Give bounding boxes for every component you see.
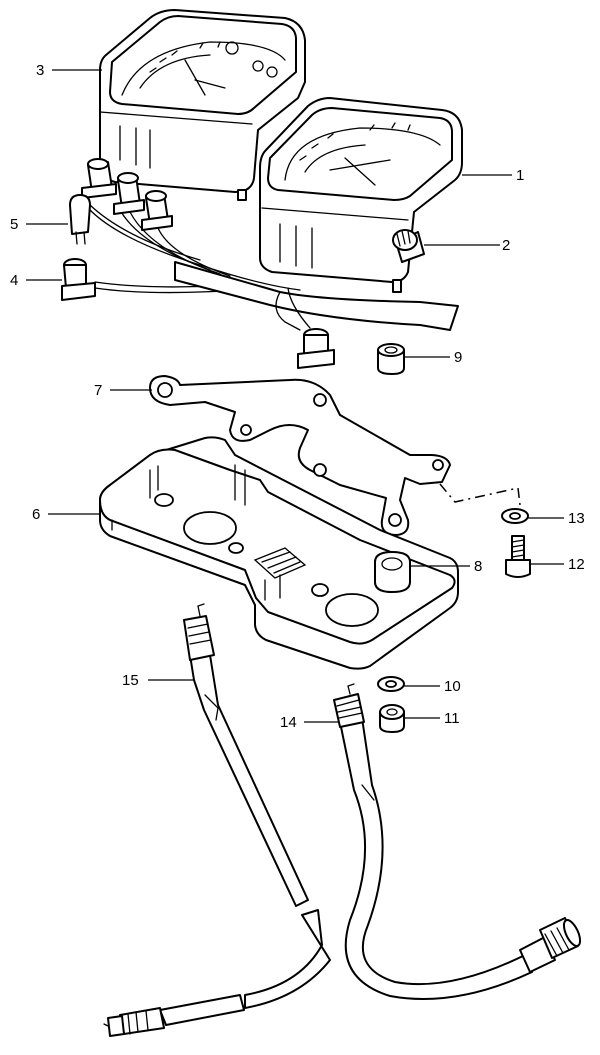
bulb-socket xyxy=(81,158,117,199)
bulb-socket xyxy=(141,190,173,231)
callout-8: 8 xyxy=(474,558,482,575)
nut-part-11 xyxy=(379,704,405,733)
callout-2: 2 xyxy=(502,237,510,254)
tachometer-cable-part-15 xyxy=(103,603,331,1037)
callout-14: 14 xyxy=(280,714,297,731)
callout-6: 6 xyxy=(32,506,40,523)
callout-12: 12 xyxy=(568,556,585,573)
reset-knob-part-2 xyxy=(392,229,425,263)
meter-part-3 xyxy=(99,9,306,201)
lower-case-part-6 xyxy=(99,436,459,670)
wiring-harness xyxy=(61,158,459,369)
callout-5: 5 xyxy=(10,216,18,233)
bolt-part-12 xyxy=(505,535,531,578)
assembly-line xyxy=(439,483,521,506)
meter-part-1 xyxy=(259,97,463,293)
bulb-part-5 xyxy=(69,194,91,245)
bulb-socket xyxy=(297,328,335,369)
callout-10: 10 xyxy=(444,678,461,695)
callout-3: 3 xyxy=(36,62,44,79)
leader-lines xyxy=(26,69,564,723)
callout-15: 15 xyxy=(122,672,139,689)
spacer-part-9 xyxy=(377,343,405,375)
callout-7: 7 xyxy=(94,382,102,399)
callout-11: 11 xyxy=(444,710,460,727)
bulb-socket xyxy=(113,172,145,215)
callout-1: 1 xyxy=(516,167,524,184)
callout-9: 9 xyxy=(454,349,462,366)
washer-part-10 xyxy=(377,676,405,692)
grommet-part-8 xyxy=(374,551,411,593)
callout-4: 4 xyxy=(10,272,18,289)
callout-labels: 1 2 3 4 5 6 7 8 9 10 11 12 13 14 15 xyxy=(10,62,585,731)
callout-13: 13 xyxy=(568,510,585,527)
washer-part-13 xyxy=(501,508,529,524)
speedometer-cable-part-14 xyxy=(333,683,582,1000)
socket-part-4 xyxy=(61,258,96,301)
